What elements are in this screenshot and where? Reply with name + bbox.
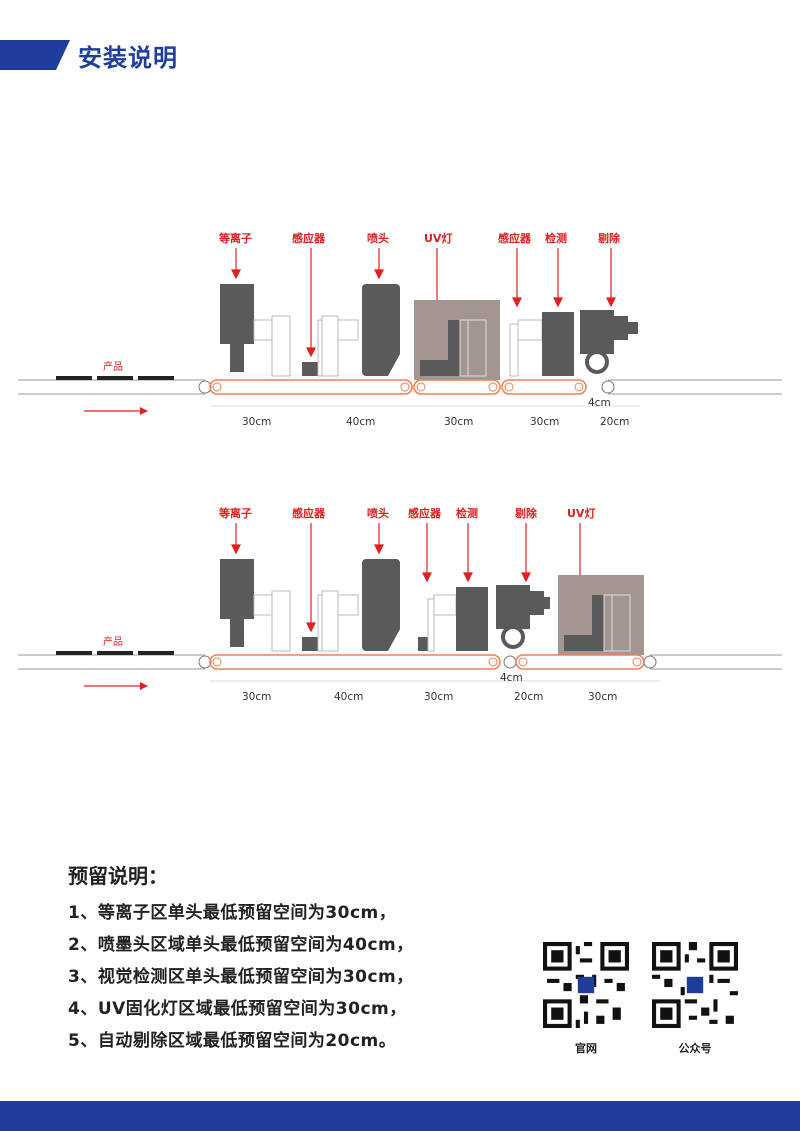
note-item: 1、等离子区单头最低预留空间为30cm，	[68, 903, 397, 923]
note-item: 2、喷墨头区域单头最低预留空间为40cm，	[68, 935, 414, 955]
qr-caption: 官网	[575, 1042, 597, 1055]
label-sensor: 感应器	[292, 506, 326, 520]
label-reject: 剔除	[514, 506, 538, 520]
qr-website[interactable]: 官网	[541, 942, 631, 1056]
label-uv-lamp: UV灯	[567, 506, 595, 520]
dim-reject: 20cm	[514, 691, 543, 703]
note-item: 4、UV固化灯区域最低预留空间为30cm，	[68, 999, 407, 1019]
product-label: 产品	[103, 635, 123, 648]
note-item: 3、视觉检测区单头最低预留空间为30cm，	[68, 967, 414, 987]
label-sensor-2: 感应器	[498, 231, 532, 245]
bottom-layout-diagram: 等离子 感应器 喷头 感应器 检测 剔除 UV灯	[0, 495, 800, 715]
qr-wechat-account[interactable]: 公众号	[650, 942, 740, 1056]
header-accent-bar	[0, 40, 70, 70]
reserved-space-notes: 预留说明： 1、等离子区单头最低预留空间为30cm， 2、喷墨头区域单头最低预留…	[68, 860, 414, 1057]
label-sensor-2: 感应器	[408, 506, 442, 520]
label-reject: 剔除	[597, 231, 621, 245]
label-inspection: 检测	[545, 231, 567, 245]
dim-plasma: 30cm	[242, 416, 271, 428]
gap-label: 4cm	[500, 672, 523, 684]
label-plasma: 等离子	[218, 506, 252, 520]
dim-inspection: 30cm	[424, 691, 453, 703]
dim-inspection: 30cm	[530, 416, 559, 428]
qr-caption: 公众号	[678, 1042, 712, 1055]
qr-code-icon	[543, 942, 629, 1028]
footer-bar	[0, 1101, 800, 1131]
gap-label: 4cm	[588, 397, 611, 409]
page-title: 安装说明	[78, 44, 178, 72]
dim-print-head: 40cm	[334, 691, 363, 703]
dim-uv: 30cm	[588, 691, 617, 703]
label-inspection: 检测	[456, 506, 478, 520]
label-print-head: 喷头	[367, 506, 389, 520]
qr-code-icon	[652, 942, 738, 1028]
dim-print-head: 40cm	[346, 416, 375, 428]
label-uv-lamp: UV灯	[424, 231, 452, 245]
dim-uv: 30cm	[444, 416, 473, 428]
dim-reject: 20cm	[600, 416, 629, 428]
label-print-head: 喷头	[367, 231, 389, 245]
dim-plasma: 30cm	[242, 691, 271, 703]
notes-title: 预留说明：	[68, 864, 168, 888]
note-item: 5、自动剔除区域最低预留空间为20cm。	[68, 1031, 397, 1051]
top-layout-diagram: 等离子 感应器 喷头 UV灯 感应器 检测 剔除	[0, 220, 800, 440]
label-sensor: 感应器	[292, 231, 326, 245]
label-plasma: 等离子	[218, 231, 252, 245]
product-label: 产品	[103, 360, 123, 373]
